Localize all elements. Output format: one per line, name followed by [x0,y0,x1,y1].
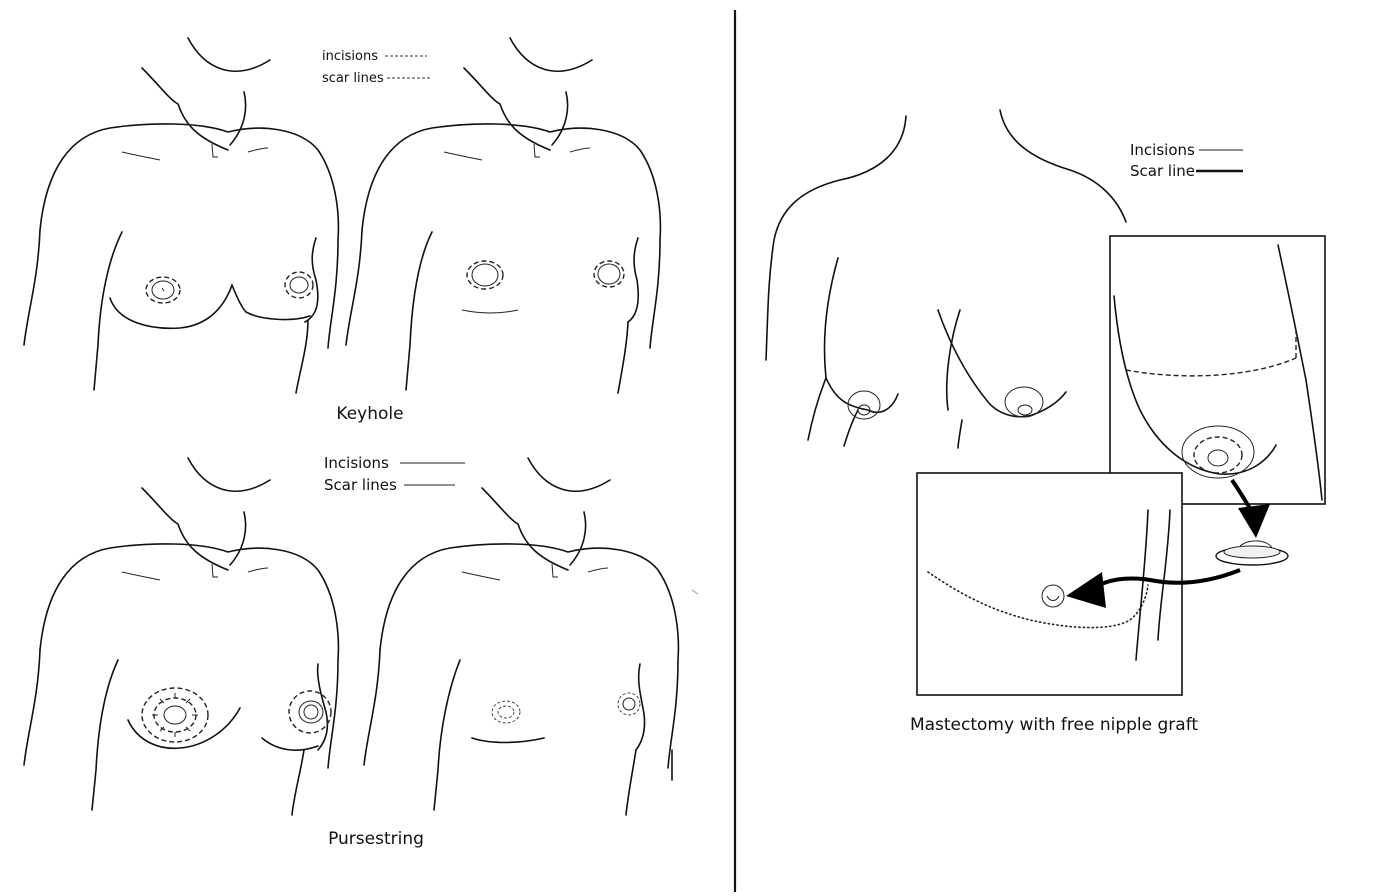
free-nipple-graft-caption: Mastectomy with free nipple graft [910,715,1198,735]
pursestring-legend-scar-lines: Scar lines [324,476,397,494]
pursestring-legend-incisions: Incisions [324,454,389,472]
graft-placement-inset [917,473,1182,695]
pursestring-caption: Pursestring [328,829,424,849]
keyhole-legend-scar-lines: scar lines [322,71,384,86]
keyhole-postop-drawing [346,38,660,393]
free-nipple-graft-legend: Incisions Scar line [1130,141,1243,180]
nipple-graft-disc [1216,541,1288,565]
pursestring-preop-drawing [24,458,338,815]
keyhole-preop-drawing [24,38,338,393]
free-nipple-graft-legend-scar-line: Scar line [1130,162,1195,180]
keyhole-caption: Keyhole [336,404,403,424]
pursestring-postop-drawing [364,458,678,815]
free-nipple-graft-preop-drawing [766,110,1126,448]
pursestring-legend: Incisions Scar lines [324,454,465,494]
keyhole-legend: incisions scar lines [322,49,431,86]
keyhole-legend-incisions: incisions [322,49,378,64]
free-nipple-graft-legend-incisions: Incisions [1130,141,1195,159]
breast-closeup-inset [1110,236,1325,504]
